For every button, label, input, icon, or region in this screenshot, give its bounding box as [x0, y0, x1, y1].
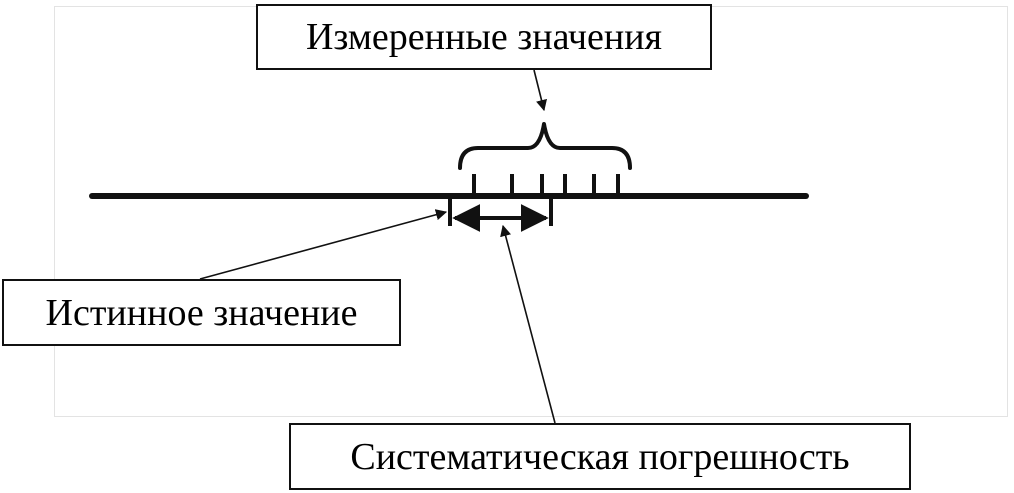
systematic-error-text: Систематическая погрешность — [350, 435, 850, 478]
measured-leader — [533, 69, 547, 112]
measured-values-text: Измеренные значения — [305, 16, 663, 58]
systematic-error-label: Систематическая погрешность — [289, 423, 911, 490]
measured-ticks — [472, 174, 620, 198]
systematic-error-leader — [500, 224, 556, 424]
measured-values-label: Измеренные значения — [256, 4, 712, 70]
measured-brace — [458, 122, 632, 170]
true-value-text: Истинное значение — [45, 291, 358, 334]
true-value-leader — [199, 209, 448, 280]
true-value-label: Истинное значение — [2, 279, 401, 346]
